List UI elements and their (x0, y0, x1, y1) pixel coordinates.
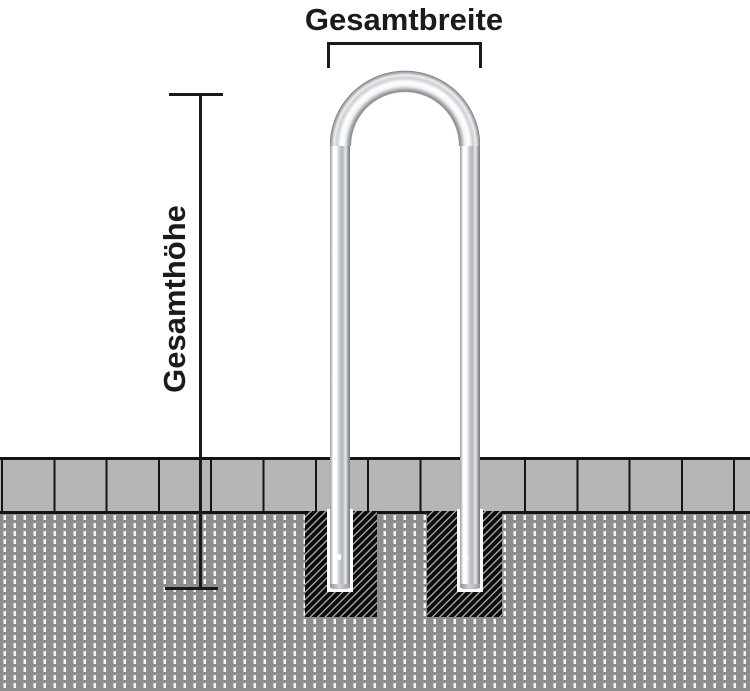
height-dimension-tick-top (169, 93, 223, 96)
height-dimension-line (199, 94, 202, 589)
width-dimension-line (327, 42, 482, 45)
width-dimension-tick-left (327, 42, 330, 68)
paving-band (0, 457, 750, 514)
reflection-dot-right (464, 555, 468, 561)
width-dimension-label: Gesamtbreite (304, 2, 504, 37)
hoop-leg-right-end (460, 584, 480, 589)
hoop-leg-left (330, 144, 350, 588)
height-dimension-tick-bottom (165, 587, 218, 590)
reflection-dot-left (337, 554, 341, 560)
height-dimension-label: Gesamthöhe (157, 205, 192, 393)
hoop-leg-left-end (330, 584, 350, 589)
width-dimension-tick-right (479, 42, 482, 68)
hoop-leg-right (460, 144, 480, 588)
hoop-arch (330, 70, 480, 146)
